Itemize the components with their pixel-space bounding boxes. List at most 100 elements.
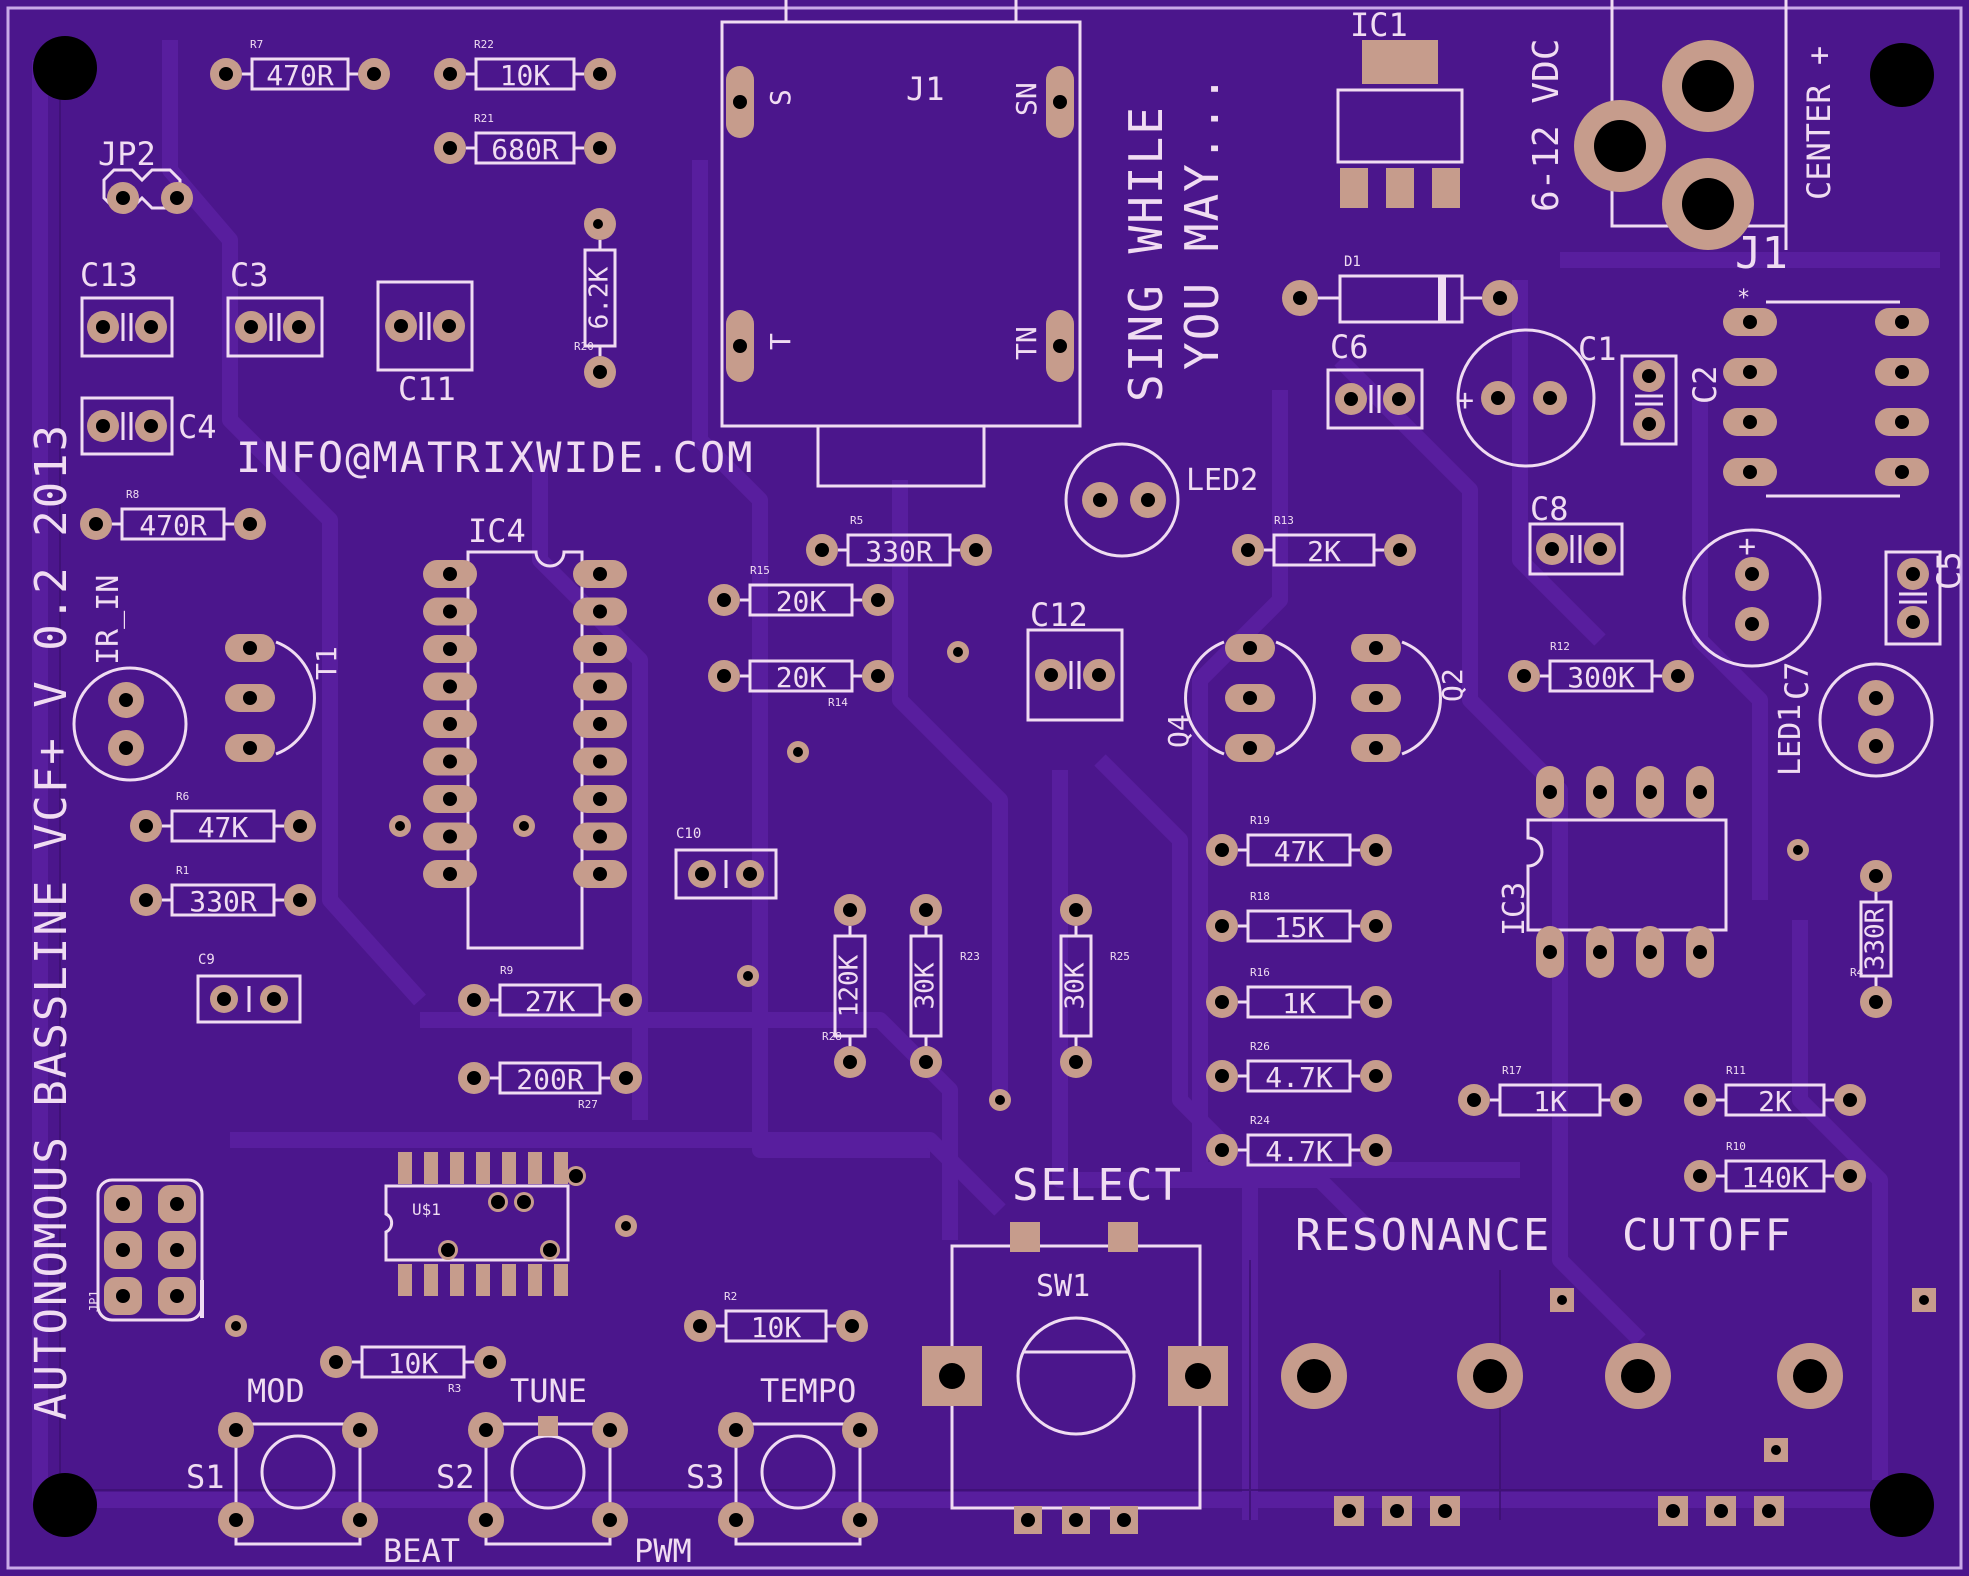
svg-text:+: + [1738,529,1756,564]
resistor-value: 30K [911,962,941,1009]
power-j1-label: J1 [1735,228,1788,279]
c12-label: C12 [1030,596,1088,634]
tempo-label: TEMPO [760,1372,856,1410]
electrolytic-c1: + C1 [1456,328,1617,468]
cutoff-label: CUTOFF [1622,1210,1793,1261]
button-s3-tempo[interactable] [718,1412,878,1546]
ic3-pads [1536,766,1714,978]
c3-label: C3 [230,256,269,294]
t1-label: T1 [310,646,343,680]
resonance-label: RESONANCE [1295,1210,1551,1261]
resistor-value: 200R [516,1063,584,1096]
mounting-hole-top-left [33,36,97,100]
resistor-ref: R28 [822,1030,842,1043]
resistor-r17: 1K R17 [1458,1064,1642,1118]
d1-label: D1 [1344,254,1361,270]
dc-power-jack [1574,0,1788,250]
jack-s-label: S [764,89,797,106]
pot-cutoff-pads [1658,1496,1784,1526]
resistor-ref: R18 [1250,890,1270,903]
c7-label: C7 [1778,661,1816,700]
ir-receiver [72,666,188,782]
resistor-ref: R13 [1274,514,1294,527]
capacitor-c12: C12 [1026,596,1124,722]
mounting-hole-bottom-left [33,1473,97,1537]
transistor-t1 [225,634,316,762]
vias [225,213,1936,1462]
beat-label: BEAT [383,1532,460,1570]
u1-smd-chip [384,1184,570,1262]
mod-label: MOD [247,1372,305,1410]
resistor-value: 470R [139,509,207,542]
resistor-r24: 4.7K R24 [1206,1114,1392,1168]
u1-pin [424,1264,438,1296]
resistor-value: 4.7K [1265,1135,1333,1168]
u1-pads [398,1152,586,1296]
resistor-value: 330R [865,535,933,568]
u1-pin [424,1152,438,1184]
resistor-ref: R14 [828,696,848,709]
resistor-ref: R17 [1502,1064,1522,1077]
transistor-q2 [1351,634,1442,762]
capacitor-c8: C8 [1528,490,1624,576]
resistor-ref: R24 [1250,1114,1270,1127]
resistor-ref: R26 [1250,1040,1270,1053]
resistor-r23: 30K R23 [909,894,980,1078]
resistor-value: 47K [198,811,249,844]
resistor-value: 27K [525,985,576,1018]
s1-label: S1 [186,1458,225,1496]
c8-label: C8 [1530,490,1569,528]
resistor-value: 1K [1533,1085,1567,1118]
c1-label: C1 [1578,330,1617,368]
sw1-label: SW1 [1036,1269,1090,1304]
c5-label: C5 [1930,551,1968,590]
jp2-header [102,168,193,214]
vdc-label: 6-12 VDC [1526,39,1567,212]
power-connector-pads [1766,300,1900,498]
resistor-r9: 27K R9 [458,964,642,1018]
rotary-switch-sw1[interactable] [922,1222,1228,1534]
c4-label: C4 [178,408,217,446]
resistor-ref: R23 [960,950,980,963]
resistor-ref: R7 [250,38,263,51]
resistor-ref: R20 [574,340,594,353]
resistors: 470RR710KR22680RR216.2KR20470RR8330RR520… [80,38,1893,1395]
center-positive-label: CENTER + [1800,46,1838,200]
u1-pin [398,1152,412,1184]
s3-label: S3 [686,1458,725,1496]
ic1-label: IC1 [1350,6,1408,44]
resistor-value: 47K [1274,835,1325,868]
resistor-ref: R4 [1850,966,1864,979]
resistor-value: 6.2K [585,266,615,329]
ic4-chip: IC4 [466,512,584,950]
resistor-ref: R27 [578,1098,598,1111]
resistor-value: 2K [1758,1085,1792,1118]
svg-text:+: + [1456,383,1474,418]
board-outline [6,6,1963,1570]
resistor-value: 300K [1567,661,1635,694]
diode-d1: D1 [1282,254,1518,324]
resistor-ref: R9 [500,964,513,977]
resistor-value: 20K [776,585,827,618]
resistor-ref: R3 [448,1382,461,1395]
capacitor-c3: C3 [226,256,324,358]
u1-pin [554,1152,568,1184]
u1-pin [398,1264,412,1296]
transistors [225,634,1442,762]
pot-resonance-pads [1334,1496,1460,1526]
capacitor-c11: C11 [376,280,474,408]
jack-sn-label: SN [1010,82,1043,116]
c6-label: C6 [1330,328,1369,366]
resistor-ref: R11 [1726,1064,1746,1077]
button-s1-mod[interactable] [218,1412,378,1546]
jp1-header [96,1178,204,1322]
c9-label: C9 [198,952,215,968]
